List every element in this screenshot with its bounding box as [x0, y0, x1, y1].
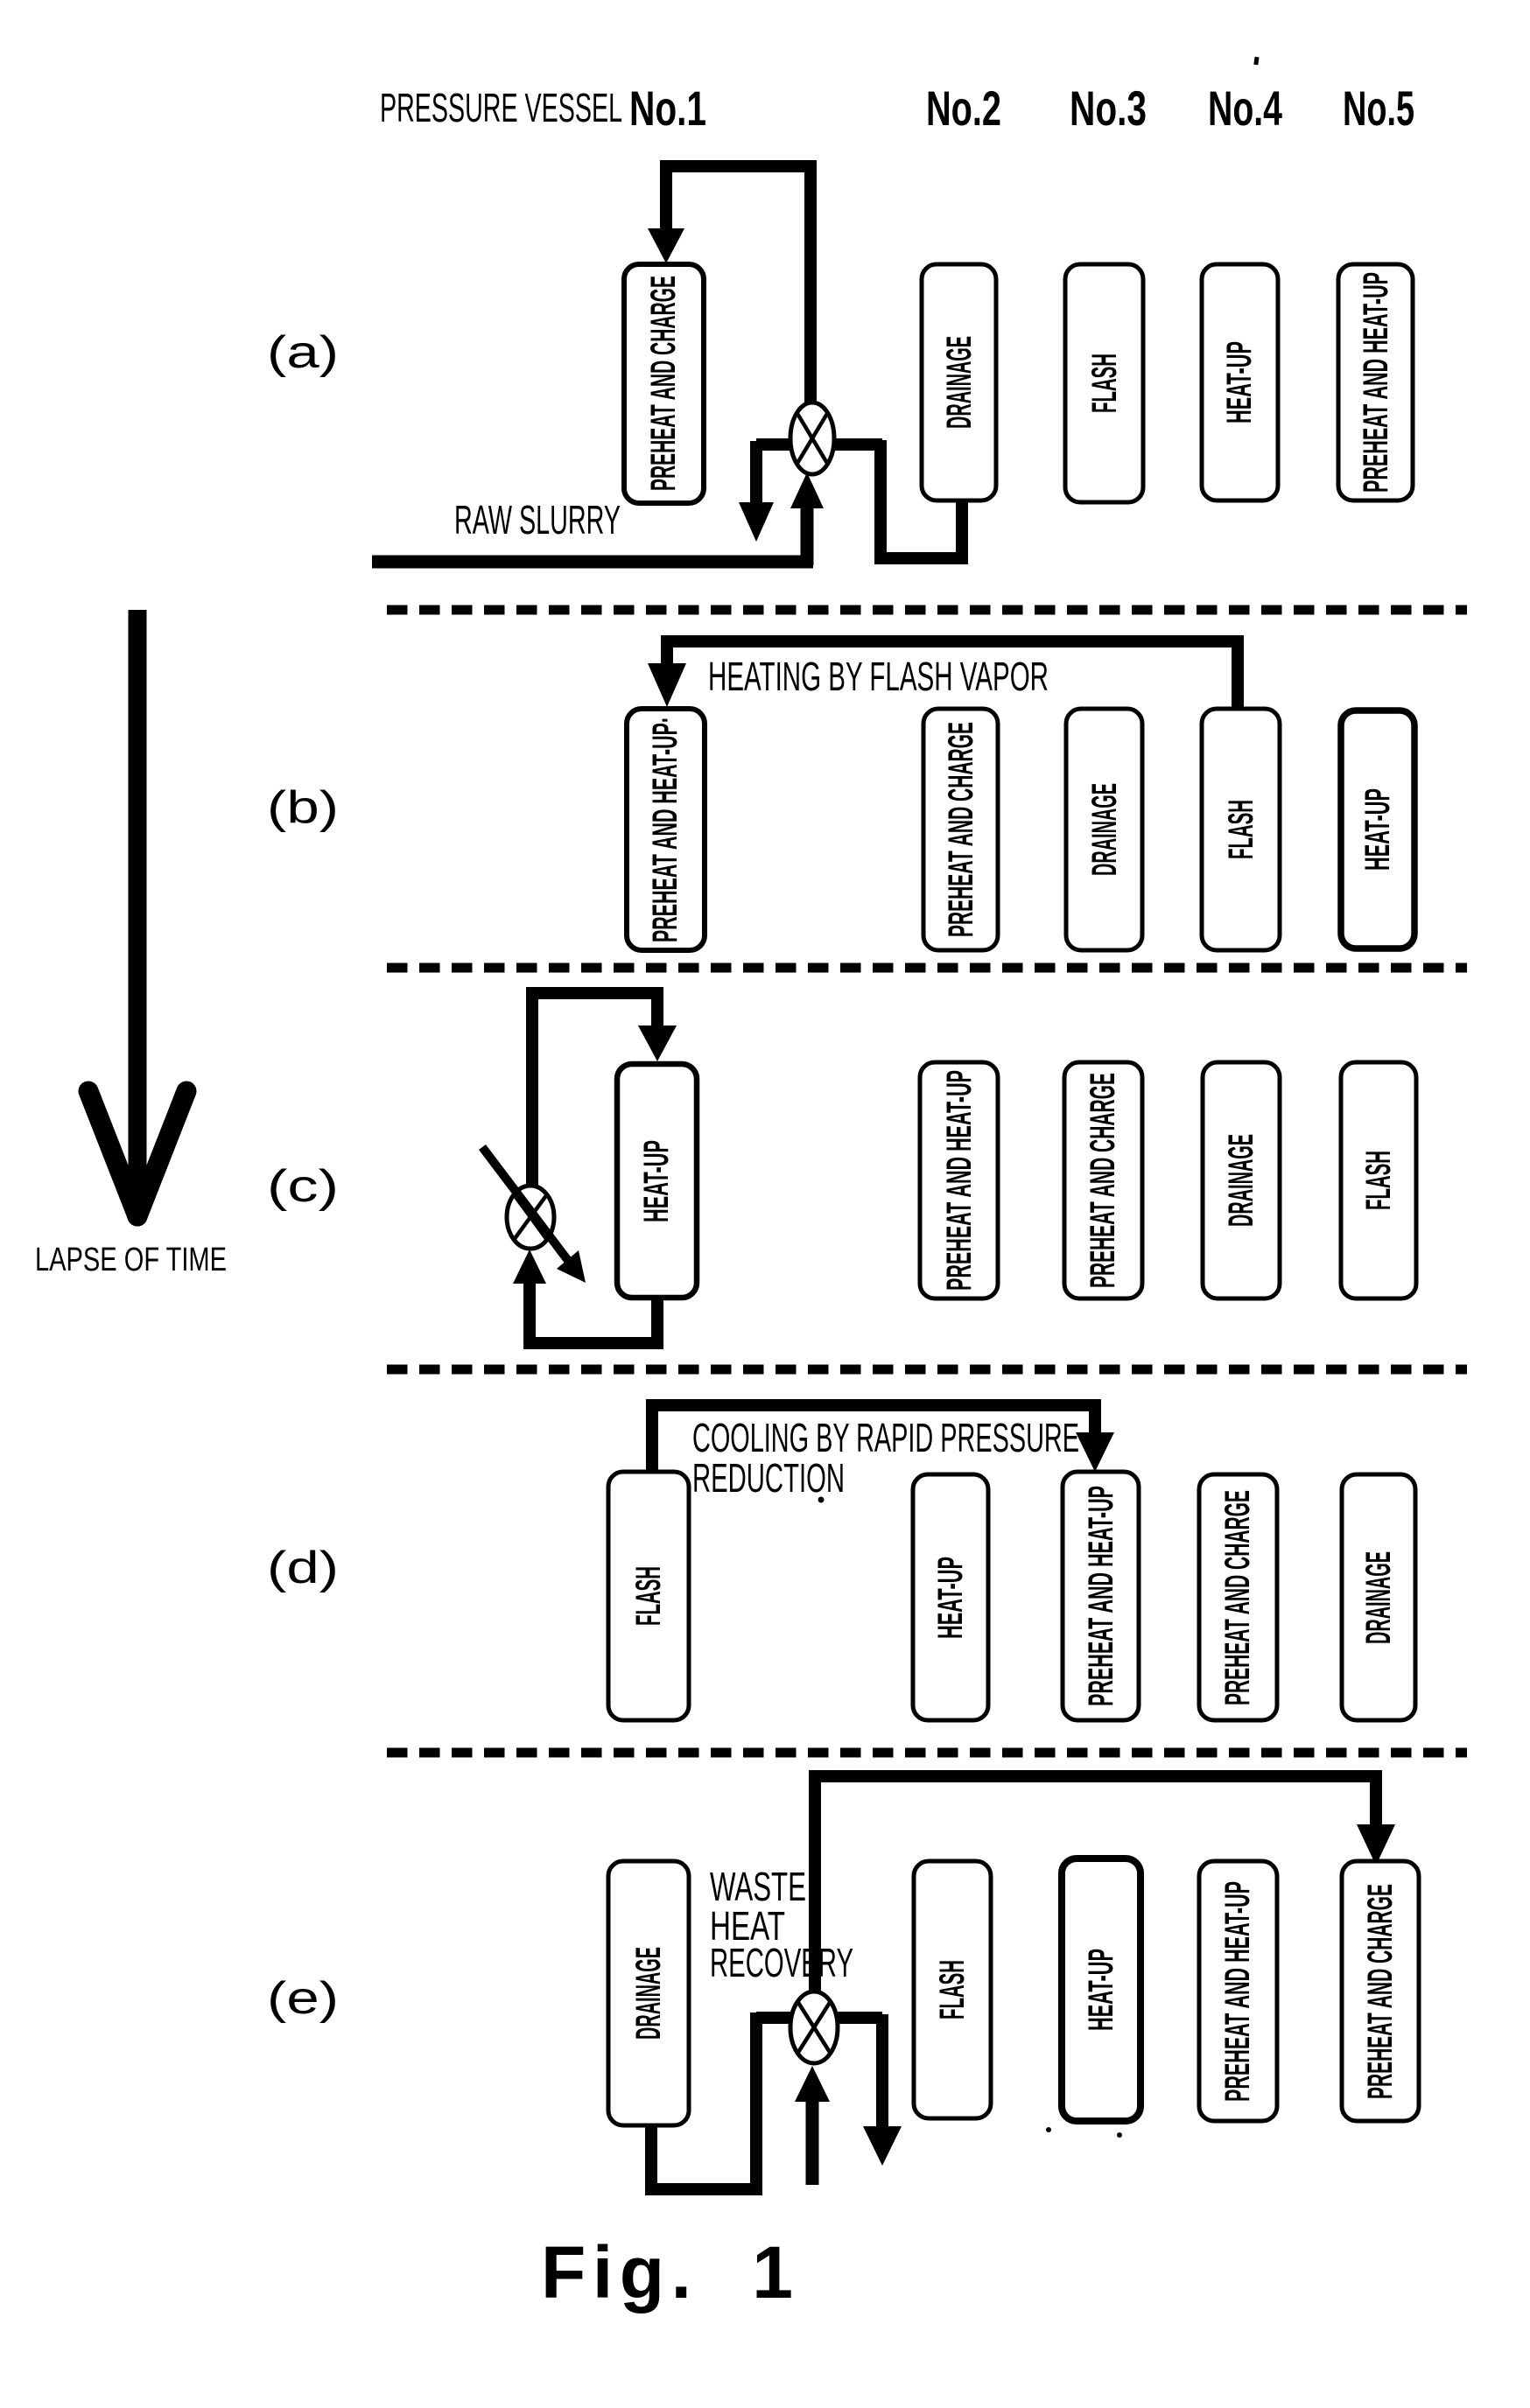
svg-text:PRESSURE VESSEL: PRESSURE VESSEL — [380, 85, 622, 130]
svg-text:DRAINAGE: DRAINAGE — [1222, 1134, 1260, 1227]
svg-text:HEATING BY FLASH VAPOR: HEATING BY FLASH VAPOR — [708, 654, 1049, 699]
svg-text:PREHEAT AND CHARGE: PREHEAT AND CHARGE — [644, 276, 683, 491]
svg-text:(c): (c) — [267, 1161, 339, 1212]
svg-text:No.4: No.4 — [1208, 80, 1282, 136]
svg-text:No.5: No.5 — [1343, 80, 1414, 136]
svg-text:PREHEAT AND HEAT-UP·: PREHEAT AND HEAT-UP· — [646, 717, 684, 942]
svg-text:PREHEAT AND HEAT-UP: PREHEAT AND HEAT-UP — [1357, 272, 1395, 493]
svg-text:DRAINAGE: DRAINAGE — [1085, 783, 1124, 876]
svg-text:(b): (b) — [267, 782, 339, 833]
svg-text:FLASH: FLASH — [1359, 1151, 1398, 1210]
svg-text:FLASH: FLASH — [1085, 354, 1124, 413]
svg-text:No.3: No.3 — [1070, 80, 1147, 136]
svg-text:HEAT-UP: HEAT-UP — [1082, 1949, 1120, 2031]
svg-text:RAW SLURRY: RAW SLURRY — [454, 497, 621, 542]
svg-text:(d): (d) — [267, 1543, 339, 1593]
svg-text:LAPSE OF TIME: LAPSE OF TIME — [35, 1242, 227, 1278]
svg-text:PREHEAT AND CHARGE: PREHEAT AND CHARGE — [942, 722, 980, 937]
svg-text:PREHEAT AND CHARGE: PREHEAT AND CHARGE — [1084, 1073, 1122, 1288]
svg-text:DRAINAGE: DRAINAGE — [629, 1947, 668, 2040]
svg-text:DRAINAGE: DRAINAGE — [1359, 1551, 1398, 1644]
svg-text:(a): (a) — [267, 327, 339, 378]
svg-text:No.1: No.1 — [629, 80, 706, 136]
svg-text:PREHEAT AND HEAT-UP: PREHEAT AND HEAT-UP — [1082, 1486, 1120, 1706]
svg-text:FLASH: FLASH — [933, 1960, 972, 2020]
svg-text:REDUCTION: REDUCTION — [692, 1455, 845, 1501]
svg-text:COOLING BY RAPID PRESSURE: COOLING BY RAPID PRESSURE — [692, 1415, 1079, 1460]
svg-text:RECOVERY: RECOVERY — [710, 1940, 853, 1985]
svg-text:HEAT-UP: HEAT-UP — [1358, 788, 1397, 871]
svg-text:HEAT-UP: HEAT-UP — [1220, 341, 1259, 424]
svg-text:WASTE: WASTE — [710, 1864, 806, 1909]
svg-text:(e): (e) — [267, 1973, 339, 2024]
svg-text:PREHEAT AND CHARGE: PREHEAT AND CHARGE — [1218, 1490, 1257, 1705]
svg-text:PREHEAT AND HEAT-UP: PREHEAT AND HEAT-UP — [1218, 1881, 1257, 2102]
svg-text:HEAT-UP: HEAT-UP — [637, 1140, 676, 1222]
svg-text:HEAT: HEAT — [710, 1903, 785, 1949]
svg-text:DRAINAGE: DRAINAGE — [940, 336, 979, 429]
svg-text:PREHEAT AND HEAT-UP: PREHEAT AND HEAT-UP — [940, 1070, 979, 1291]
svg-text:HEAT-UP: HEAT-UP — [931, 1557, 970, 1639]
svg-text:PREHEAT AND CHARGE: PREHEAT AND CHARGE — [1361, 1884, 1400, 2099]
svg-text:No.2: No.2 — [926, 80, 1001, 136]
svg-text:FLASH: FLASH — [629, 1566, 668, 1626]
svg-text:FLASH: FLASH — [1222, 800, 1260, 859]
